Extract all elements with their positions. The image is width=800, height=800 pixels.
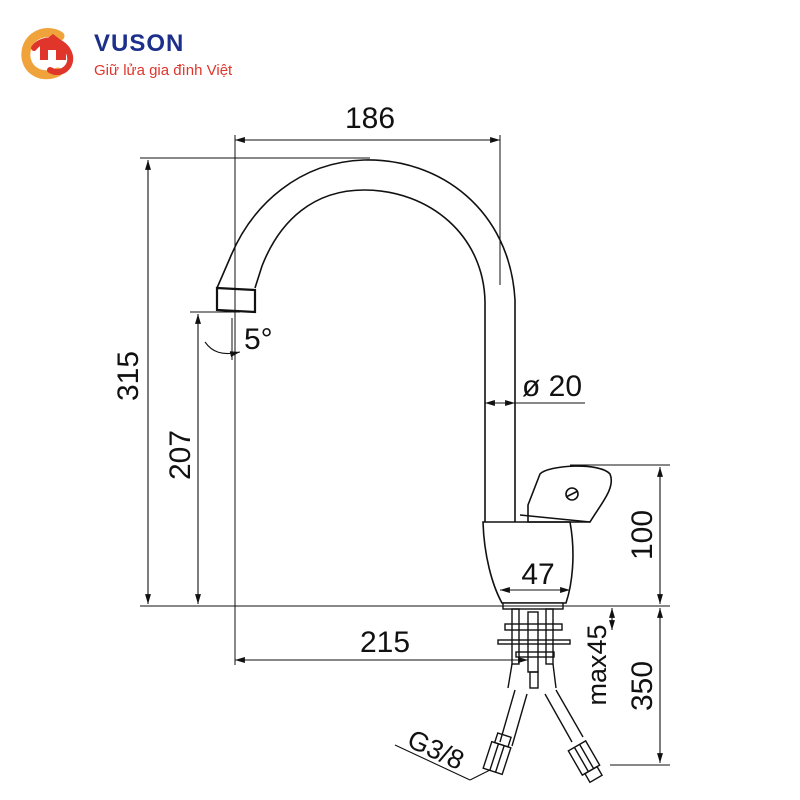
dimension-lines bbox=[145, 137, 663, 781]
dim-total-height: 315 bbox=[112, 351, 145, 401]
dim-thread: G3/8 bbox=[403, 724, 469, 776]
dim-spout-angle: 5° bbox=[244, 323, 273, 356]
vuson-logo-icon bbox=[21, 28, 74, 80]
dim-spout-reach: 186 bbox=[345, 102, 395, 135]
dim-base-diameter: 47 bbox=[521, 558, 554, 591]
brand-name: VUSON bbox=[94, 30, 185, 57]
dim-handle-reach: 215 bbox=[360, 626, 410, 659]
mounting-assembly bbox=[497, 602, 571, 689]
dim-max-thickness: max45 bbox=[582, 624, 612, 705]
dim-lever-height: 100 bbox=[626, 510, 659, 560]
faucet-body bbox=[215, 159, 613, 604]
brand-tagline: Giữ lửa gia đình Việt bbox=[94, 62, 233, 79]
dim-hose-length: 350 bbox=[626, 661, 659, 711]
brand-logo: VUSON Giữ lửa gia đình Việt bbox=[20, 26, 280, 86]
extension-lines bbox=[140, 135, 670, 766]
dim-spout-diameter: ø 20 bbox=[522, 370, 582, 403]
hoses bbox=[482, 689, 604, 784]
dim-outlet-height: 207 bbox=[164, 430, 197, 480]
